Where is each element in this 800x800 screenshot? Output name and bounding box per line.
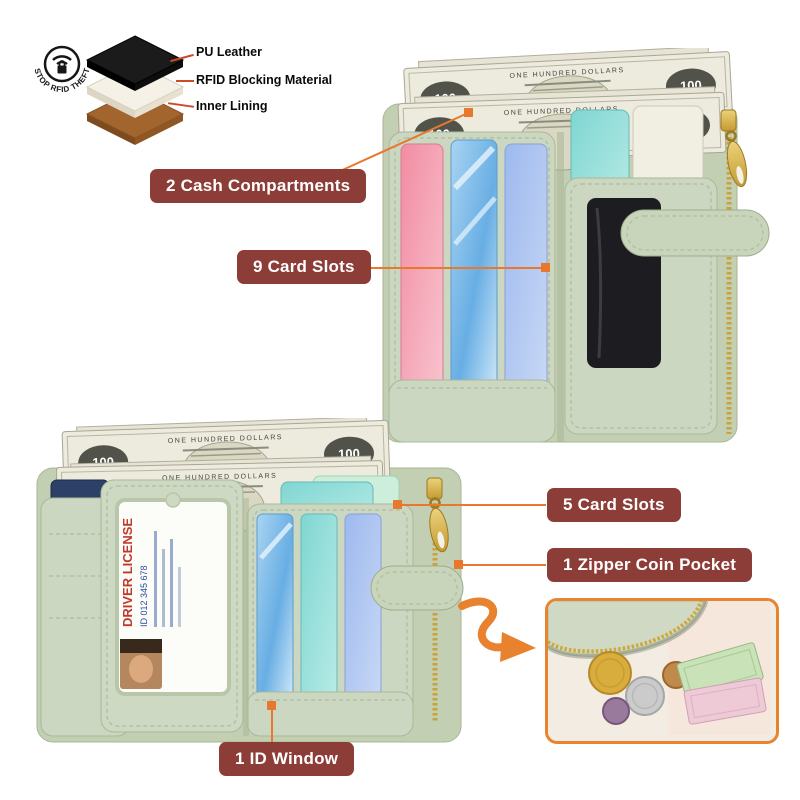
zipper-teeth [548,601,703,654]
material-layers-diagram [85,35,185,145]
zipper-top-wallet [720,109,748,434]
layer-pu-leather [85,35,185,91]
cash-compartment-bills [55,418,391,540]
squiggle-arrow-icon [458,597,536,662]
callout-id-window: 1 ID Window [219,742,355,776]
card-blue [450,139,498,399]
wifi-lock-icon [52,55,72,74]
card-pink [400,143,444,397]
material-label-rfid-block: RFID Blocking Material [196,73,333,87]
material-label-pu-leather: PU Leather [196,45,262,59]
id-window: DRIVER LICENSE ID 012 345 678 [117,500,229,694]
callout-9-card-slots: 9 Card Slots [237,250,371,284]
snap-strap-bottom-wallet [370,565,464,611]
material-label-inner-lining: Inner Lining [196,99,268,113]
snap-strap-top-wallet [620,209,770,257]
coin-pocket-illustration [548,601,770,735]
material-leader-line [176,80,194,82]
callout-5-card-slots: 5 Card Slots [547,488,681,522]
wallet-corner [548,601,707,657]
card-slots-right [564,105,718,435]
id-window-flap: DRIVER LICENSE ID 012 345 678 [100,479,244,733]
wallet-open-bottom-view: DRIVER LICENSE ID 012 345 678 [36,418,464,743]
coin-pocket-photo [545,598,779,744]
license-number: ID 012 345 678 [139,565,149,627]
card-slots-left [400,139,548,399]
wallet-open-top-view: 100 100 ONE HUNDRED DOLLARS [382,48,770,443]
callout-zipper-coin-pocket: 1 Zipper Coin Pocket [547,548,753,582]
card-cyan-vertical [300,513,338,703]
card-periwinkle [504,143,548,397]
license-title: DRIVER LICENSE [120,518,135,627]
rfid-badge-icon: STOP RFID THEFT [32,45,91,94]
card-periwinkle [344,513,382,703]
license-photo [120,639,162,689]
currency-notes [676,642,767,725]
drivers-license: DRIVER LICENSE ID 012 345 678 [117,500,229,694]
callout-cash-compartments: 2 Cash Compartments [150,169,367,203]
card-slots-secondary [246,475,414,737]
